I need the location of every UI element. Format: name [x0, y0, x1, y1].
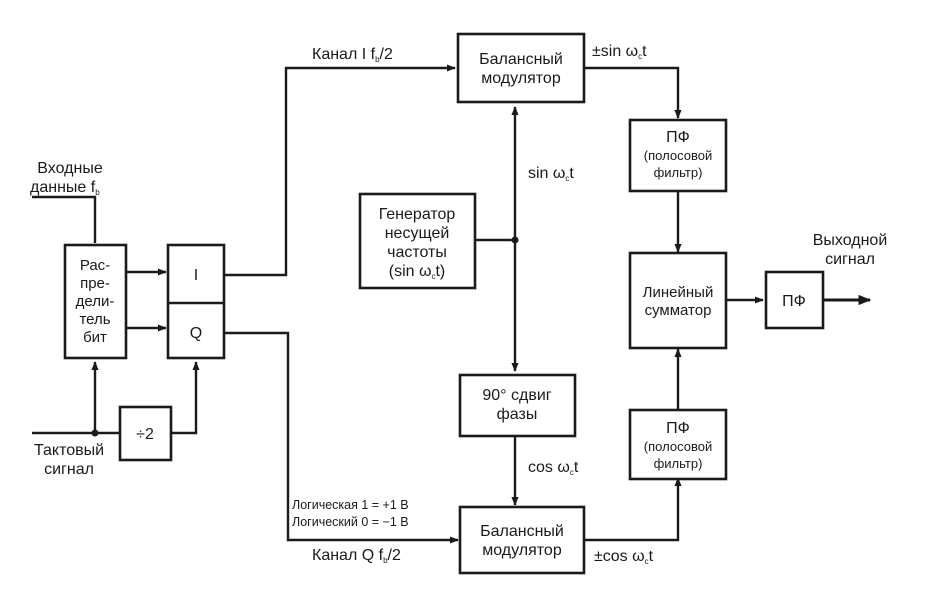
top-modulator-line1: Балансный — [479, 51, 563, 68]
output-label-line2: сигнал — [825, 251, 875, 268]
output-signal-label: Выходной сигнал — [813, 232, 888, 268]
bottom-balanced-modulator — [458, 505, 586, 575]
divide-by-two-label: ÷2 — [136, 426, 154, 443]
output-filter-block — [764, 270, 825, 330]
bottom-modulator-label: Балансный модулятор — [480, 523, 564, 559]
phase-shift-line2: фазы — [497, 406, 538, 423]
q-register-label: Q — [190, 325, 202, 342]
top-bandpass-filter — [628, 118, 728, 193]
generator-line3: частоты — [387, 244, 447, 261]
clock-junction-dot — [91, 429, 99, 437]
input-data-line — [32, 195, 97, 243]
clock-label-line1: Тактовый — [34, 442, 104, 459]
top-filter-line2: (полосовой — [644, 148, 712, 163]
bit-splitter-block — [63, 243, 128, 360]
output-label-line1: Выходной — [813, 232, 888, 249]
bottom-modulator-line2: модулятор — [482, 542, 562, 559]
pm-cos-label: ±cos ωct — [594, 548, 654, 566]
cos-carrier-label: cos ωct — [528, 459, 579, 477]
top-filter-label: ПФ (полосовой фильтр) — [644, 129, 712, 180]
carrier-generator-block — [358, 192, 477, 290]
input-data-line2: данные fb — [30, 179, 100, 197]
channel-i-line — [224, 64, 456, 277]
bottom-filter-line3: фильтр) — [654, 456, 703, 471]
generator-label: Генератор несущей частоты (sin ωct) — [379, 206, 456, 281]
top-modulator-label: Балансный модулятор — [479, 51, 563, 87]
splitter-label-line5: бит — [83, 329, 107, 346]
clock-label-line2: сигнал — [44, 461, 94, 478]
generator-line1: Генератор — [379, 206, 456, 223]
bottom-filter-line1: ПФ — [666, 420, 690, 437]
channel-q-line — [224, 331, 459, 544]
sin-carrier-label: sin ωct — [528, 165, 574, 183]
iq-register-block — [166, 243, 226, 360]
summer-label: Линейный сумматор — [643, 284, 714, 319]
top-balanced-modulator — [456, 32, 586, 104]
phase-shift-label: 90° сдвиг фазы — [482, 387, 551, 423]
input-data-label: Входные данные fb — [30, 160, 103, 197]
generator-line4: (sin ωct) — [389, 263, 446, 281]
linear-summer-block — [628, 251, 728, 350]
clock-label: Тактовый сигнал — [34, 442, 104, 478]
generator-line2: несущей — [385, 225, 450, 242]
splitter-label-line4: тель — [79, 311, 110, 328]
logic-one-label: Логическая 1 = +1 В — [292, 498, 409, 512]
channel-i-label: Канал I fb/2 — [312, 46, 393, 64]
splitter-label-line2: пре- — [80, 275, 110, 292]
splitter-label-line3: дели- — [76, 293, 115, 310]
bottom-filter-line2: (полосовой — [644, 439, 712, 454]
splitter-label-line1: Рас- — [80, 257, 110, 274]
phase-shifter-block — [458, 373, 577, 438]
top-modulator-line2: модулятор — [481, 70, 561, 87]
pm-sin-label: ±sin ωct — [592, 43, 647, 61]
divide-by-two-block — [118, 405, 173, 462]
phase-shift-line1: 90° сдвиг — [482, 387, 551, 404]
top-filter-line3: фильтр) — [654, 165, 703, 180]
input-data-line1: Входные — [37, 160, 103, 177]
bottom-modulator-line1: Балансный — [480, 523, 564, 540]
summer-line2: сумматор — [645, 302, 712, 319]
i-register-label: I — [194, 267, 198, 284]
bottom-filter-label: ПФ (полосовой фильтр) — [644, 420, 712, 471]
logic-zero-label: Логический 0 = −1 В — [292, 515, 409, 529]
carrier-junction-dot — [511, 236, 519, 244]
splitter-label: Рас- пре- дели- тель бит — [76, 257, 115, 346]
divider-to-q-arrow — [171, 361, 200, 435]
bottom-modulator-output-arrow — [584, 477, 682, 542]
bottom-bandpass-filter — [628, 408, 728, 481]
top-filter-line1: ПФ — [666, 129, 690, 146]
connection-lines — [32, 64, 872, 544]
summer-line1: Линейный — [643, 284, 714, 301]
channel-q-label: Канал Q fb/2 — [312, 547, 401, 565]
top-modulator-output-arrow — [584, 66, 682, 119]
output-filter-label: ПФ — [782, 293, 806, 310]
